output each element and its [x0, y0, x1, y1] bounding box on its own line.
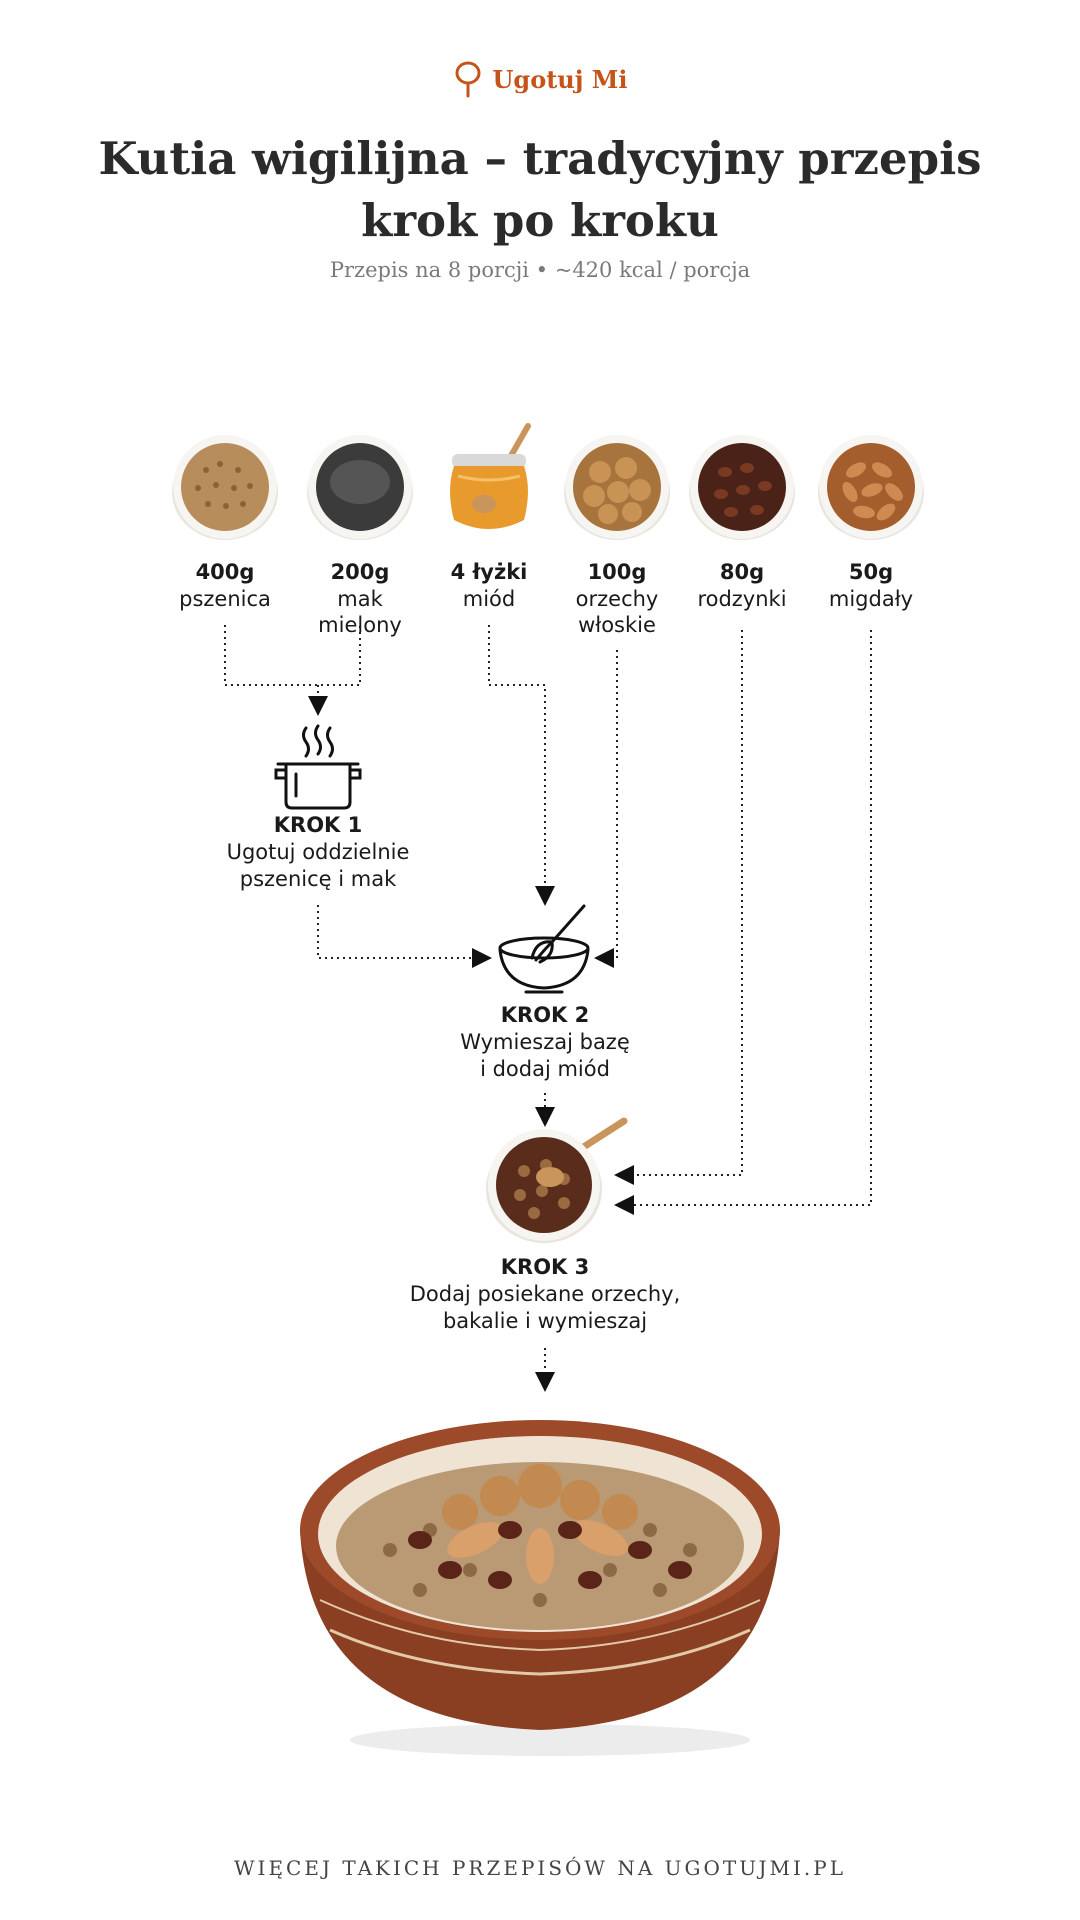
mixing-bowl-icon — [498, 904, 590, 994]
ingredient-qty: 200g — [330, 560, 390, 584]
poppy-bowl-icon — [307, 435, 413, 540]
honey-jar-icon — [450, 423, 531, 529]
ingredient-qty: 4 łyżki — [450, 560, 528, 584]
ingredient-name: rodzynki — [697, 587, 787, 611]
finished-kutia-bowl-icon — [300, 1420, 780, 1756]
ingredient-name: miód — [462, 587, 516, 611]
raisin-bowl-icon — [689, 435, 795, 540]
step-1-text: Ugotuj oddzielnie pszenicę i mak — [226, 840, 410, 891]
footer-cta[interactable]: WIĘCEJ TAKICH PRZEPISÓW NA UGOTUJMI.PL — [233, 1856, 847, 1880]
ingredient-honey: 4 łyżki miód — [424, 420, 554, 620]
step-2-label: KROK 2 — [500, 1003, 590, 1027]
almond-bowl-icon — [818, 435, 924, 540]
ingredient-name: pszenica — [179, 587, 271, 611]
whisk-pin-icon — [455, 61, 480, 98]
walnut-bowl-icon — [564, 435, 670, 540]
ingredient-qty: 400g — [195, 560, 255, 584]
page-title: Kutia wigilijna – tradycyjny przepis kro… — [98, 132, 982, 247]
ingredient-qty: 50g — [848, 560, 894, 584]
ingredient-raisins: 80g rodzynki — [677, 420, 807, 620]
ingredient-wheat: 400g pszenica — [160, 420, 290, 620]
ingredient-qty: 80g — [719, 560, 765, 584]
ingredient-name: orzechy włoskie — [575, 587, 659, 637]
brand-name: Ugotuj Mi — [492, 64, 628, 94]
ingredient-poppy: 200g mak mielony — [295, 420, 425, 637]
ingredient-name: migdały — [828, 587, 914, 611]
kutia-bowl-icon — [486, 1117, 628, 1243]
ingredient-name: mak mielony — [318, 587, 402, 637]
brand-logo[interactable]: Ugotuj Mi — [0, 60, 1080, 98]
step-3-text: Dodaj posiekane orzechy, bakalie i wymie… — [409, 1282, 681, 1333]
step-3-label: KROK 3 — [500, 1255, 590, 1279]
ingredient-almonds: 50g migdały — [806, 420, 936, 620]
ingredient-qty: 100g — [587, 560, 647, 584]
step-2-text: Wymieszaj bazę i dodaj miód — [460, 1030, 630, 1081]
recipe-meta: Przepis na 8 porcji • ~420 kcal / porcja — [329, 258, 751, 282]
step-1-label: KROK 1 — [273, 813, 363, 837]
ingredient-walnuts: 100g orzechy włoskie — [552, 420, 682, 637]
cooking-pot-icon — [274, 724, 362, 810]
wheat-bowl-icon — [172, 435, 278, 540]
